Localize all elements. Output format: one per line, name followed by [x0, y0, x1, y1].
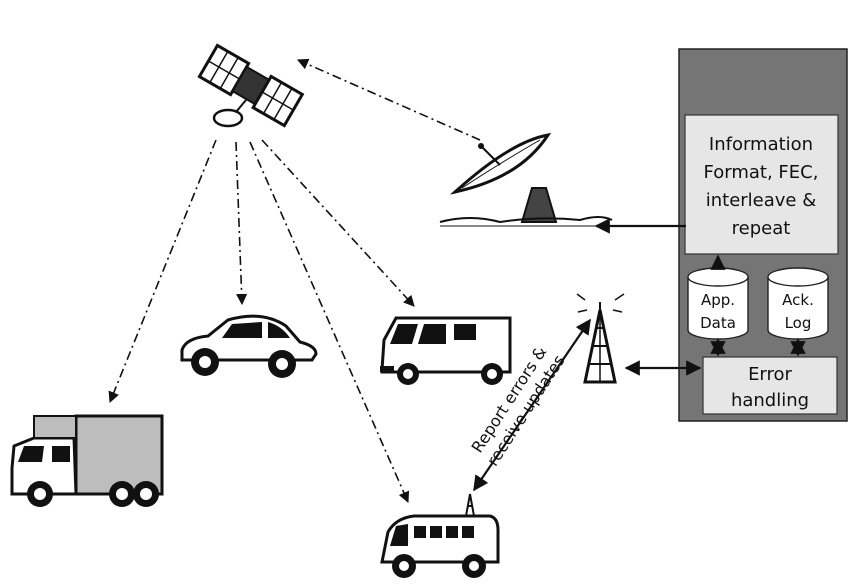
car-icon: [180, 314, 318, 378]
satellite-dish-icon: [439, 132, 613, 227]
link-satellite-to-van: [261, 139, 415, 307]
link-bus-tower: [473, 318, 591, 492]
bus-icon: [380, 493, 500, 578]
app-data-line-2: Data: [700, 314, 736, 332]
info-format-line-1: Information: [709, 134, 813, 155]
satellite-icon: [197, 43, 305, 128]
ack-log-cylinder: Ack. Log: [767, 267, 829, 340]
info-format-line-4: repeat: [732, 218, 791, 239]
error-handling-line-2: handling: [731, 390, 809, 411]
box-truck-icon: [10, 414, 164, 507]
info-format-line-3: interleave &: [706, 190, 817, 211]
server-panel: Information Format, FEC, interleave & re…: [678, 48, 848, 422]
error-handling-line-1: Error: [748, 364, 792, 385]
app-data-line-1: App.: [701, 291, 735, 309]
van-icon: [380, 316, 512, 385]
info-format-box: Information Format, FEC, interleave & re…: [684, 114, 839, 255]
link-satellite-to-truck: [108, 139, 217, 404]
link-dish-to-satellite: [296, 58, 481, 141]
link-satellite-to-car: [235, 141, 248, 306]
ack-log-line-1: Ack.: [782, 291, 814, 309]
info-format-line-2: Format, FEC,: [704, 162, 819, 183]
app-data-cylinder: App. Data: [687, 267, 749, 340]
ack-log-line-2: Log: [785, 314, 812, 332]
error-handling-box: Error handling: [702, 356, 838, 415]
link-satellite-to-bus: [249, 141, 410, 504]
radio-tower-icon: [576, 293, 625, 384]
